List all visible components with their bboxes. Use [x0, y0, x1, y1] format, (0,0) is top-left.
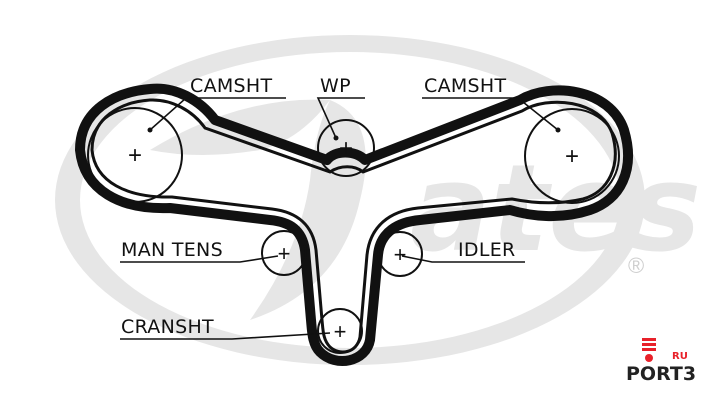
idler-pulley: +	[377, 231, 423, 277]
center-mark-icon: +	[565, 143, 579, 170]
registered-mark: ®	[628, 253, 644, 278]
center-mark-icon: +	[128, 142, 142, 169]
camshaft-left-pulley: +	[87, 107, 183, 203]
label-camsht-right: CAMSHT	[424, 75, 507, 97]
label-man-tens: MAN TENS	[121, 239, 223, 261]
camshaft-right-pulley: +	[524, 108, 620, 204]
label-idler: IDLER	[458, 239, 516, 261]
logo-suffix: RU	[672, 351, 688, 362]
label-wp: WP	[320, 75, 351, 97]
center-mark-icon: +	[278, 241, 291, 266]
label-camsht-left: CAMSHT	[190, 75, 273, 97]
center-mark-icon: +	[394, 242, 407, 267]
logo-name: PORT3	[626, 363, 696, 385]
label-cranksht: CRANSHT	[121, 316, 214, 338]
svg-text:ates: ates	[410, 140, 701, 279]
port3-logo: RU PORT3	[626, 338, 696, 385]
manual-tensioner-pulley: +	[261, 230, 307, 276]
leader-dots	[147, 127, 561, 141]
belt	[75, 83, 633, 366]
leader-lines	[120, 97, 559, 340]
crankshaft-pulley: +	[317, 308, 363, 354]
water-pump-pulley: +	[317, 119, 375, 177]
center-mark-icon: +	[334, 319, 347, 344]
center-mark-icon: +	[339, 135, 353, 162]
